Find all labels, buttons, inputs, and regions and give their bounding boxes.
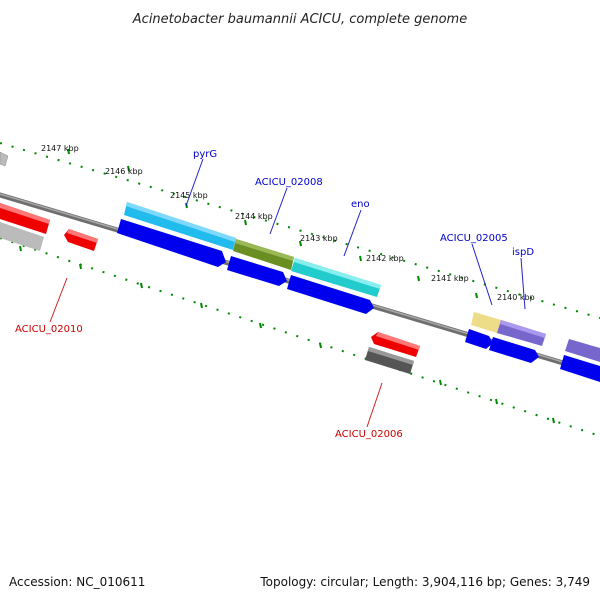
label-acicu-02008: ACICU_02008	[255, 177, 323, 188]
cds-acicu-02005[interactable]	[465, 329, 493, 349]
label-eno: eno	[351, 199, 370, 210]
footer-topology: Topology: circular; Length: 3,904,116 bp…	[259, 575, 590, 589]
gene-grey-stub[interactable]	[0, 151, 9, 167]
cds-acicu-02008[interactable]	[227, 256, 287, 286]
inner-ruler	[0, 237, 600, 437]
inner-tick-marks	[19, 245, 555, 424]
cds-eno[interactable]	[287, 275, 374, 314]
tick-label-2146: 2146 kbp	[105, 167, 143, 176]
label-pyrg: pyrG	[193, 149, 217, 160]
footer-accession: Accession: NC_010611	[9, 575, 145, 589]
cds-ispd[interactable]	[489, 337, 539, 363]
tick-label-2147: 2147 kbp	[41, 144, 79, 153]
reverse-strand-genes	[0, 203, 420, 374]
gene-slate-edge[interactable]	[565, 339, 600, 362]
label-acicu-02010: ACICU_02010	[15, 324, 83, 335]
gene-grey-left[interactable]	[0, 222, 44, 251]
label-acicu-02006: ACICU_02006	[335, 429, 403, 440]
forward-label-lines	[185, 158, 526, 310]
forward-strand-genes	[0, 151, 600, 382]
tick-label-2140: 2140 kbp	[497, 293, 535, 302]
map-title: Acinetobacter baumannii ACICU, complete …	[132, 12, 467, 27]
cds-pyrg[interactable]	[117, 219, 226, 267]
outer-dotted-ring	[0, 142, 600, 319]
tick-label-2142: 2142 kbp	[366, 254, 404, 263]
label-acicu-02005: ACICU_02005	[440, 233, 508, 244]
outer-ruler	[0, 142, 600, 319]
tick-label-2141: 2141 kbp	[431, 274, 469, 283]
gene-acicu-02005[interactable]	[471, 312, 501, 333]
reverse-label-lines	[49, 277, 383, 428]
tick-label-2143: 2143 kbp	[300, 234, 338, 243]
cds-right-edge[interactable]	[560, 355, 600, 382]
tick-label-2144: 2144 kbp	[235, 212, 273, 221]
label-ispd: ispD	[512, 247, 534, 258]
outer-tick-marks	[67, 148, 478, 299]
tick-label-2145: 2145 kbp	[170, 191, 208, 200]
